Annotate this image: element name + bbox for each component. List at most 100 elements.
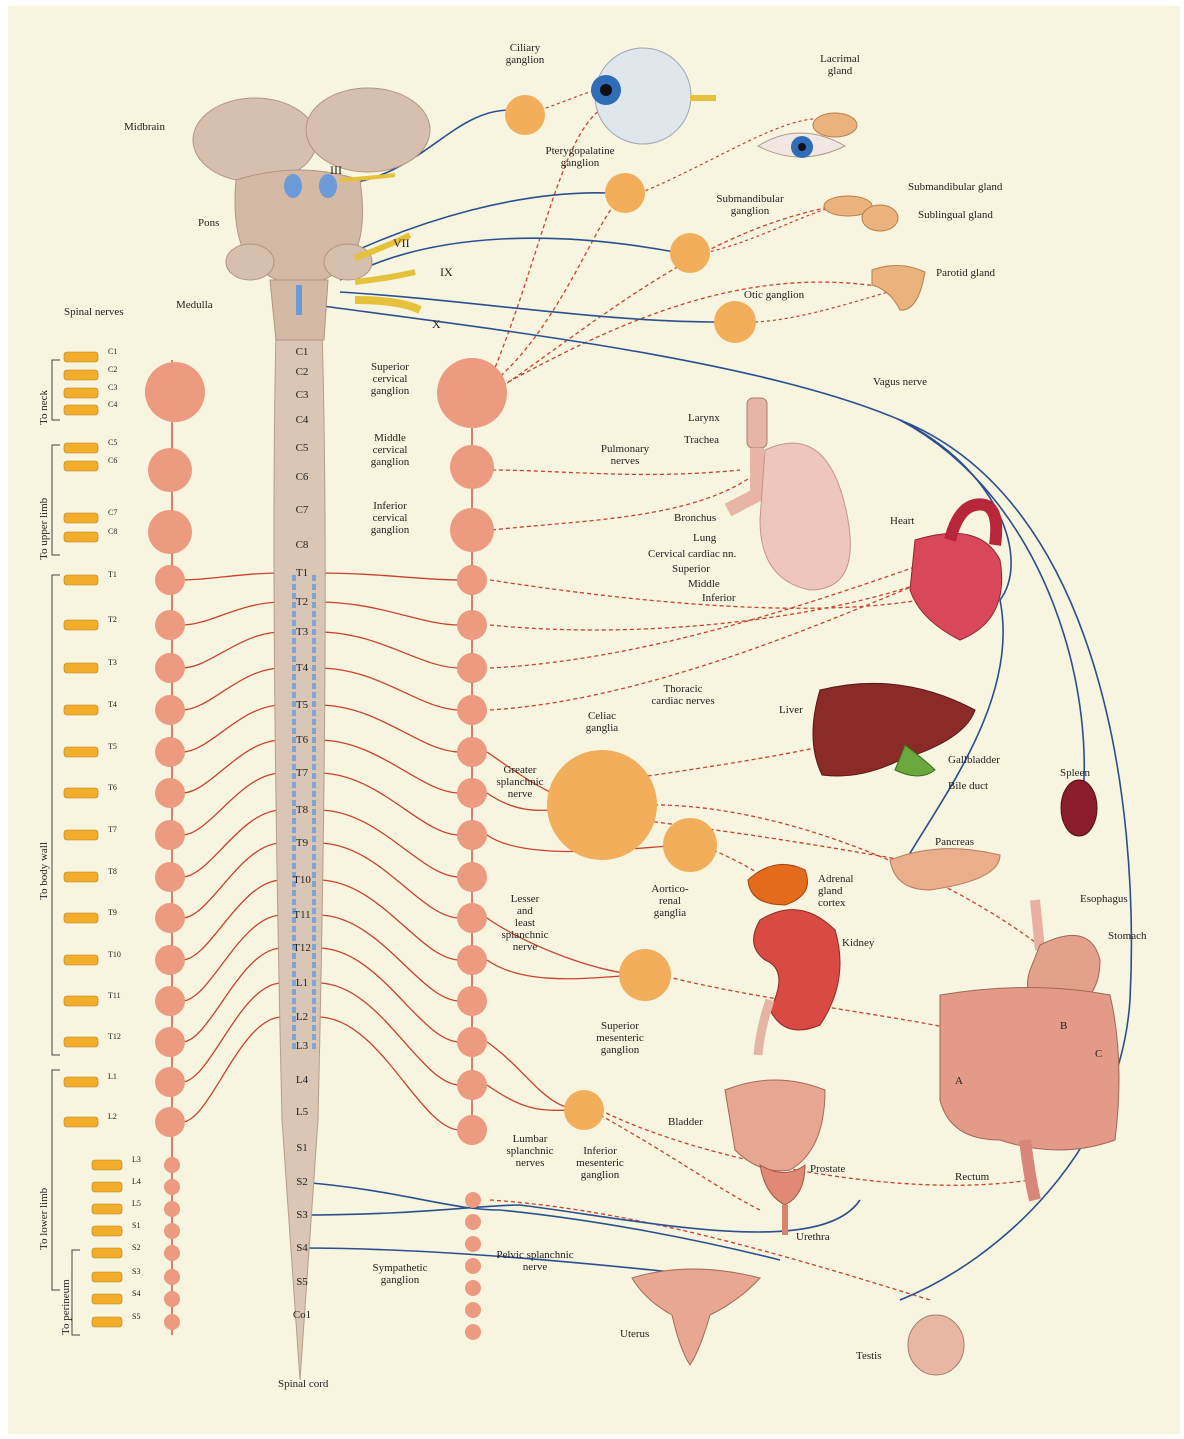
cord-segment-label: C3 [282, 389, 322, 401]
lung-label: Lung [693, 532, 716, 544]
spinal-nerve-label: T5 [108, 742, 117, 751]
nucleus-left [284, 174, 302, 198]
lateral-horn-mark [312, 692, 316, 698]
spinal-ganglion [155, 653, 185, 683]
lateral-horn-mark [312, 638, 316, 644]
lateral-horn-mark [292, 890, 296, 896]
testis [908, 1315, 964, 1375]
cord-segment-label: T1 [282, 567, 322, 579]
trunk-ganglion [457, 737, 487, 767]
spinal-fiber [182, 705, 282, 752]
spinal-fiber [182, 773, 282, 835]
medulla-nucleus [296, 285, 302, 315]
lateral-horn-mark [292, 827, 296, 833]
lateral-horn-mark [312, 890, 316, 896]
pulmonary-nerves-label: Pulmonary nerves [590, 443, 660, 467]
cord-segment-label: T10 [282, 874, 322, 886]
spinal-nerve-label: C4 [108, 400, 117, 409]
spinal-nerve-label: C3 [108, 383, 117, 392]
spinal-nerve-roots [64, 352, 122, 1327]
vagus-nerve-label: Vagus nerve [873, 376, 927, 388]
region-bracket [52, 360, 60, 420]
lateral-horn-mark [292, 962, 296, 968]
bladder-label: Bladder [668, 1116, 703, 1128]
lesser-splanchnic-label: Lesser and least splanchnic nerve [490, 893, 560, 953]
cord-segment-label: T7 [282, 767, 322, 779]
preganglionic-fiber [318, 773, 460, 835]
spinal-nerve-label: S2 [132, 1243, 140, 1252]
spinal-nerve-label: T12 [108, 1032, 121, 1041]
spinal-nerve-root [64, 747, 98, 757]
region-bracket [52, 575, 60, 1055]
spinal-nerve-root [92, 1272, 122, 1282]
oculomotor-nerve [340, 175, 395, 180]
pons-lobe-right [324, 244, 372, 280]
spinal-nerve-root [64, 955, 98, 965]
spinal-nerve-root [64, 513, 98, 523]
cord-segment-label: T6 [282, 734, 322, 746]
cord-segment-label: T12 [282, 942, 322, 954]
region-brackets [52, 360, 80, 1335]
midbrain-lobe-left [193, 98, 317, 182]
spinal-nerve-root [64, 830, 98, 840]
region-upper-limb-label: To upper limb [38, 498, 50, 560]
midbrain-lobe-right [306, 88, 430, 172]
spinal-nerve-label: L5 [132, 1199, 141, 1208]
superior-cervical-ganglion-label: Superior cervical ganglion [360, 361, 420, 397]
cord-segment-label: S3 [282, 1209, 322, 1221]
spinal-nerve-label: C7 [108, 508, 117, 517]
spinal-ganglion [155, 820, 185, 850]
intestine-mark-c: C [1095, 1048, 1102, 1060]
otic-ganglion-label: Otic ganglion [744, 289, 804, 301]
spinal-fiber [182, 983, 282, 1082]
spinal-fiber [182, 602, 282, 625]
region-bracket [52, 445, 60, 555]
lacrimal-gland [813, 113, 857, 137]
lateral-horn-mark [292, 863, 296, 869]
cord-segment-label: T8 [282, 804, 322, 816]
vagus-stub [355, 300, 420, 310]
spinal-nerve-root [64, 620, 98, 630]
lateral-horn-mark [292, 755, 296, 761]
spinal-ganglion [155, 986, 185, 1016]
lateral-horn-mark [312, 926, 316, 932]
spinal-ganglion [155, 862, 185, 892]
cord-segment-label: L3 [282, 1040, 322, 1052]
eye-ciliary-ganglion [505, 95, 545, 135]
trunk-ganglion [457, 862, 487, 892]
spinal-nerve-root [64, 443, 98, 453]
spinal-nerve-root [92, 1182, 122, 1192]
heart-label: Heart [890, 515, 914, 527]
spinal-nerve-root [92, 1226, 122, 1236]
spinal-nerve-label: C6 [108, 456, 117, 465]
superior-mesenteric-ganglion-label: Superior mesenteric ganglion [580, 1020, 660, 1056]
cord-segment-label: T2 [282, 596, 322, 608]
trachea-label: Trachea [684, 434, 719, 446]
lateral-horn-mark [312, 782, 316, 788]
trunk-ganglion [457, 653, 487, 683]
lateral-horn-mark [312, 647, 316, 653]
cord-segment-label: Co1 [282, 1309, 322, 1321]
spinal-nerve-label: T11 [108, 991, 121, 1000]
lateral-horn-mark [312, 584, 316, 590]
pancreas-label: Pancreas [935, 836, 974, 848]
spinal-nerve-label: L1 [108, 1072, 117, 1081]
uterus [632, 1269, 760, 1365]
lateral-horn-mark [312, 998, 316, 1004]
spinal-ganglion [155, 945, 185, 975]
spinal-ganglion [164, 1223, 180, 1239]
cervical-cardiac-superior: Superior [672, 563, 710, 575]
otic-ganglion [714, 301, 756, 343]
trunk-ganglion [457, 565, 487, 595]
intestine-mark-a: A [955, 1075, 963, 1087]
preganglionic-fiber [318, 602, 460, 625]
cord-segment-label: C5 [282, 442, 322, 454]
lateral-horn-mark [292, 683, 296, 689]
cord-segment-label: S2 [282, 1176, 322, 1188]
submandibular-gland-label: Submandibular gland [908, 181, 1002, 193]
lateral-horn-mark [312, 611, 316, 617]
spinal-nerve-label: S1 [132, 1221, 140, 1230]
cord-segment-label: S4 [282, 1242, 322, 1254]
pons-label: Pons [198, 217, 219, 229]
superior-cervical-ganglion [437, 358, 507, 428]
